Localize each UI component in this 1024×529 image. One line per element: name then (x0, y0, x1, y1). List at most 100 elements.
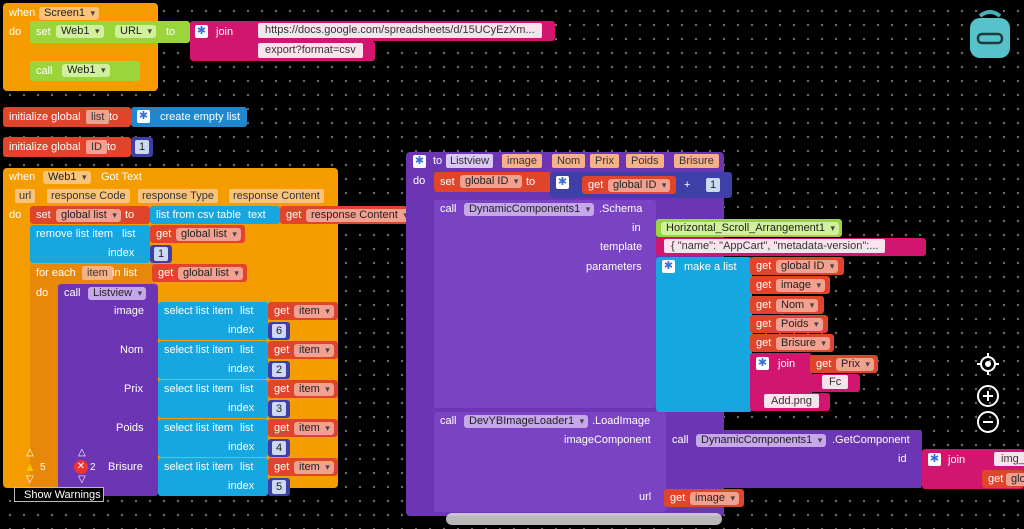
global-list-dropdown[interactable]: global list (178, 267, 243, 280)
procedure-dropdown[interactable]: Listview (88, 287, 147, 300)
set-global-id-block[interactable]: set global ID to (434, 172, 552, 192)
global-id-dropdown[interactable]: global ID (776, 260, 839, 273)
brisure-dropdown[interactable]: Brisure (776, 337, 830, 350)
index-value[interactable]: 4 (272, 441, 286, 455)
param-response-code[interactable]: response Code (47, 189, 130, 203)
gear-icon[interactable]: ✱ (756, 357, 769, 370)
get-glo-block[interactable]: get glo (982, 470, 1024, 488)
call-listview-block[interactable]: call Listview image Nom Prix Poids Brisu… (58, 284, 158, 496)
get-global-list-block[interactable]: get global list (150, 225, 245, 243)
gear-icon[interactable]: ✱ (928, 453, 941, 466)
call-schema-block[interactable]: call DynamicComponents1 .Schema in templ… (434, 200, 656, 408)
web-get-dropdown[interactable]: Web1 (62, 64, 110, 77)
export-string-block[interactable]: export?format=csv (250, 41, 375, 61)
arrangement-dropdown[interactable]: Horizontal_Scroll_Arrangement1 (661, 222, 839, 235)
gear-icon[interactable]: ✱ (662, 260, 675, 273)
export-string[interactable]: export?format=csv (258, 43, 363, 58)
web-dropdown[interactable]: Web1 (56, 25, 104, 38)
param-brisure[interactable]: Brisure (674, 154, 719, 168)
horizontal-arrangement-block[interactable]: Horizontal_Scroll_Arrangement1 (656, 219, 842, 237)
get-item-brisure[interactable]: get item (268, 458, 338, 476)
one-value[interactable]: 1 (706, 178, 720, 192)
screen-dropdown[interactable]: Screen1 (39, 7, 99, 20)
zoom-in-icon[interactable] (977, 385, 999, 407)
param-poids[interactable]: Poids (626, 154, 664, 168)
item-var[interactable]: item (82, 266, 113, 280)
param-url[interactable]: url (15, 189, 36, 203)
index-value[interactable]: 3 (272, 402, 286, 416)
call-load-image-block[interactable]: call DevYBImageLoader1 .LoadImage imageC… (434, 412, 666, 512)
index-poids-block[interactable]: 4 (268, 439, 290, 457)
component-dropdown[interactable]: DynamicComponents1 (696, 434, 827, 447)
list-from-csv-block[interactable]: list from csv table text (150, 206, 280, 224)
param-prix[interactable]: Prix (590, 154, 619, 168)
warning-down-arrow-icon[interactable]: ▽ (26, 474, 34, 485)
component-dropdown[interactable]: DynamicComponents1 (464, 203, 595, 216)
get-item-nom[interactable]: get item (268, 341, 338, 359)
index-value[interactable]: 1 (154, 247, 168, 261)
global-list-dropdown[interactable]: global list (176, 228, 241, 241)
item-dropdown[interactable]: item (294, 461, 334, 474)
gear-icon[interactable]: ✱ (195, 25, 208, 38)
get-global-id-2[interactable]: get global ID (750, 257, 844, 275)
index-image-block[interactable]: 6 (268, 322, 290, 340)
get-item-prix[interactable]: get item (268, 380, 338, 398)
web-dropdown[interactable]: Web1 (43, 171, 91, 184)
select-list-item-image[interactable]: select list item list index (158, 302, 268, 340)
initialize-global-id[interactable]: initialize global ID to (3, 137, 131, 157)
prix-dropdown[interactable]: Prix (836, 358, 874, 371)
var-dropdown[interactable]: global list (56, 209, 121, 222)
set-global-list-block[interactable]: set global list to (30, 206, 150, 224)
param-response-type[interactable]: response Type (138, 189, 218, 203)
remove-list-item-block[interactable]: remove list item list index (30, 225, 150, 263)
index-value[interactable]: 2 (272, 363, 286, 377)
poids-dropdown[interactable]: Poids (776, 318, 823, 331)
template-string-block[interactable]: { "name": "AppCart", "metadata-version":… (656, 238, 926, 256)
fc-string-block[interactable]: Fc (810, 374, 860, 392)
proc-name[interactable]: Listview (446, 154, 494, 168)
set-web-url-block[interactable]: set Web1 URL to (30, 21, 190, 43)
item-dropdown[interactable]: item (294, 344, 334, 357)
get-prix[interactable]: get Prix (810, 355, 878, 373)
horizontal-scrollbar[interactable] (446, 513, 722, 525)
fc-string[interactable]: Fc (822, 375, 849, 389)
get-poids[interactable]: get Poids (750, 315, 828, 333)
global-list-name[interactable]: list (86, 110, 110, 124)
loader-dropdown[interactable]: DevYBImageLoader1 (464, 415, 589, 428)
glo-dropdown[interactable]: glo (1006, 473, 1024, 486)
img-string-block[interactable]: img_ (982, 451, 1024, 469)
response-dropdown[interactable]: response Content (306, 209, 412, 222)
item-dropdown[interactable]: item (294, 305, 334, 318)
item-dropdown[interactable]: item (294, 422, 334, 435)
img-string[interactable]: img_ (994, 452, 1024, 466)
call-get-component-block[interactable]: call DynamicComponents1 .GetComponent id (666, 430, 922, 488)
item-dropdown[interactable]: item (294, 383, 334, 396)
index-value[interactable]: 5 (272, 480, 286, 494)
error-up-arrow-icon[interactable]: △ (78, 447, 86, 458)
template-string[interactable]: { "name": "AppCart", "metadata-version":… (664, 239, 886, 253)
index-value[interactable]: 6 (272, 324, 286, 338)
create-empty-list-block[interactable]: ✱ create empty list (131, 107, 247, 127)
get-response-content-block[interactable]: get response Content (280, 206, 412, 224)
show-warnings-button[interactable]: Show Warnings (14, 487, 104, 502)
param-nom[interactable]: Nom (552, 154, 586, 168)
trash-icon[interactable] (968, 10, 1012, 60)
global-id-dropdown[interactable]: global ID (608, 179, 671, 192)
select-list-item-nom[interactable]: select list item list index (158, 341, 268, 379)
gear-icon[interactable]: ✱ (137, 110, 150, 123)
call-web-get-block[interactable]: call Web1 (30, 61, 140, 81)
select-list-item-prix[interactable]: select list item list index (158, 380, 268, 418)
get-item-image[interactable]: get item (268, 302, 338, 320)
select-list-item-brisure[interactable]: select list item list index (158, 458, 268, 496)
url-property-dropdown[interactable]: URL (115, 25, 157, 38)
get-global-id-block[interactable]: get global ID (582, 176, 676, 194)
get-nom[interactable]: get Nom (750, 296, 824, 314)
add-png-string-block[interactable]: Add.png (756, 393, 830, 411)
global-id-name[interactable]: ID (86, 140, 107, 154)
warning-up-arrow-icon[interactable]: △ (26, 447, 34, 458)
initialize-global-list[interactable]: initialize global list to (3, 107, 131, 127)
get-global-list-2-block[interactable]: get global list (152, 264, 247, 282)
index-nom-block[interactable]: 2 (268, 361, 290, 379)
make-a-list-block[interactable]: ✱ make a list (656, 257, 752, 412)
zoom-out-icon[interactable] (977, 411, 999, 433)
